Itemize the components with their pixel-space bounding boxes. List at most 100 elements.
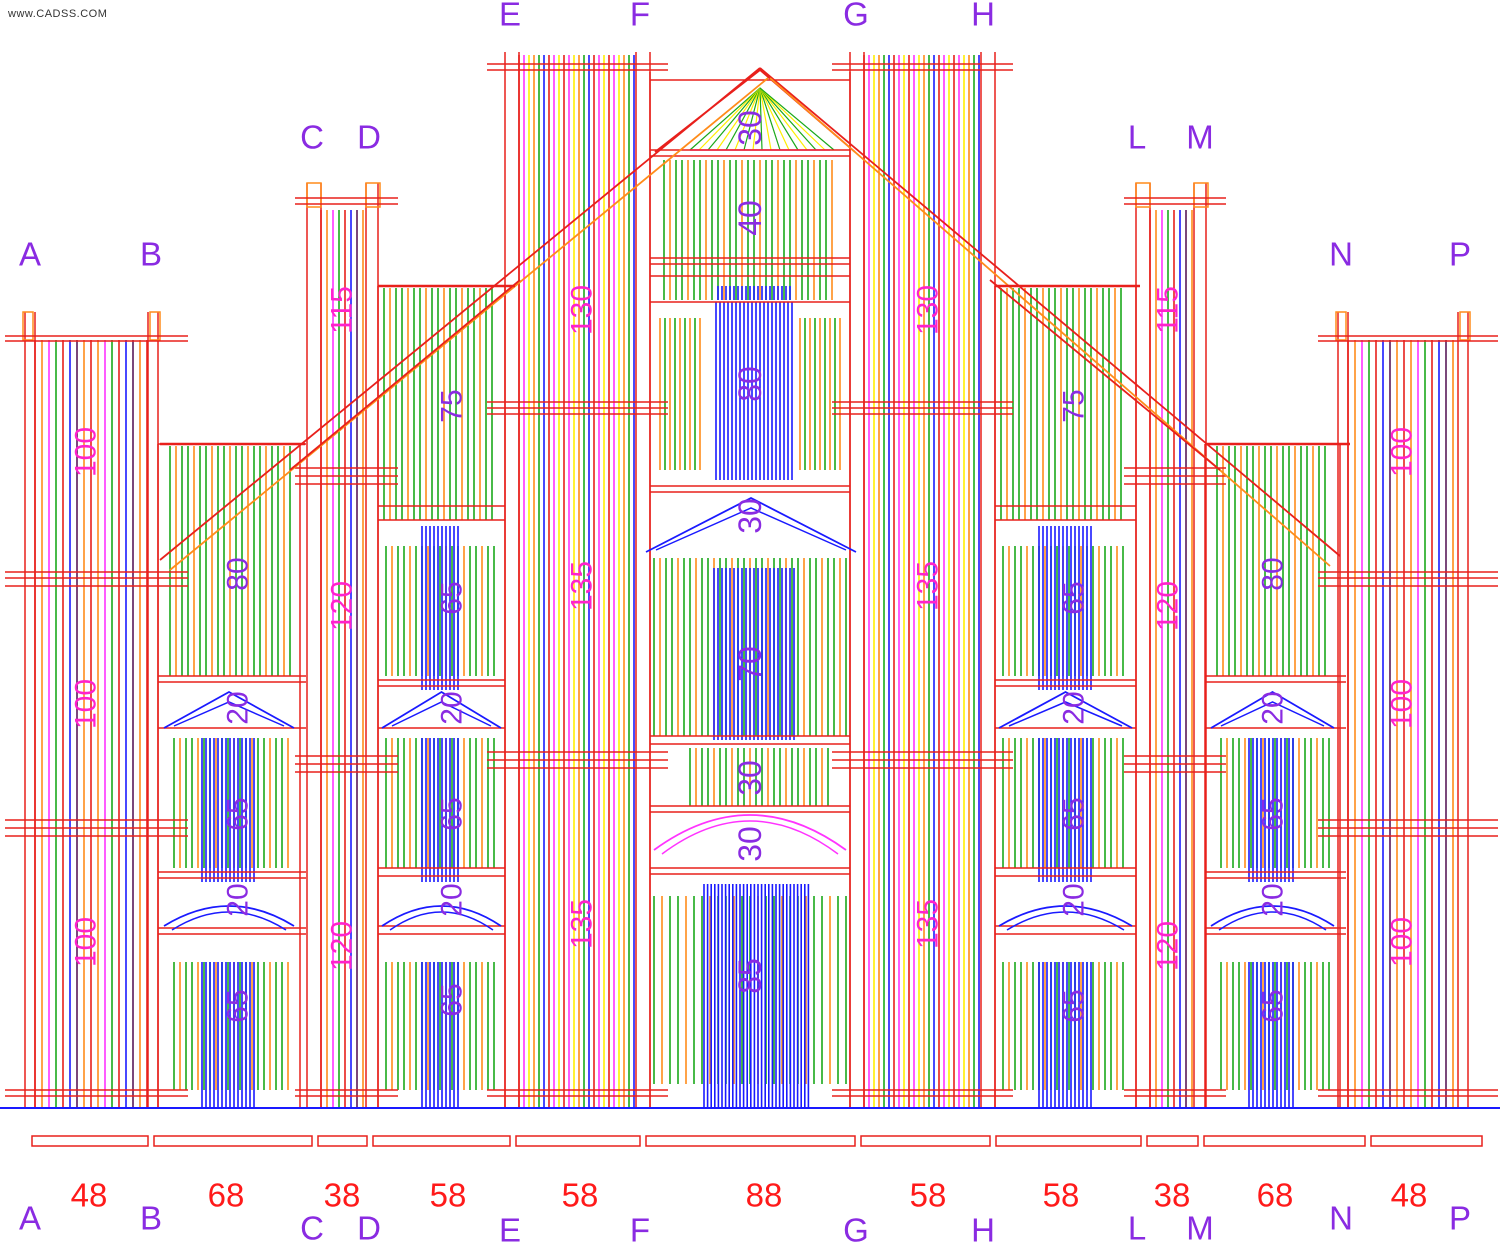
axis-letter-bottom-D: D [357, 1210, 381, 1245]
label-tower-e-0: 130 [566, 285, 599, 335]
hatch-line-502 [716, 87, 761, 151]
label-bay-b-2: 65 [222, 797, 255, 830]
label-bay-m-4: 65 [1257, 989, 1290, 1022]
label-center-7: 85 [732, 958, 768, 994]
label-bay-d-0: 75 [436, 389, 469, 422]
frame-rect-183 [860, 1135, 991, 1147]
frame-rect-20 [1335, 311, 1347, 341]
frame-rect-187 [1370, 1135, 1483, 1147]
label-tower-g-1: 135 [912, 561, 945, 611]
axis-letter-bottom-B: B [140, 1200, 162, 1237]
label-bay-d-4: 20 [436, 883, 469, 916]
arch-105 [171, 911, 287, 931]
gable-132 [381, 690, 502, 729]
axis-letter-top-L: L [1128, 119, 1146, 156]
bay-width-1: 68 [208, 1177, 245, 1214]
hatch-line-515 [759, 87, 835, 151]
arch-134 [381, 905, 502, 927]
axis-letter-bottom-P: P [1449, 1200, 1471, 1237]
frame-rect-182 [645, 1135, 856, 1147]
arch-171 [653, 814, 847, 851]
frame-rect-184 [995, 1135, 1142, 1147]
arch-119 [1218, 911, 1327, 931]
gable-117 [1220, 701, 1325, 727]
axis-letter-top-N: N [1329, 236, 1353, 273]
frame-rect-53 [1193, 182, 1209, 208]
axis-letter-top-P: P [1449, 236, 1471, 273]
roof-diagonal-4 [289, 279, 521, 471]
label-center-6: 30 [732, 826, 768, 862]
label-center-3: 30 [732, 498, 768, 534]
label-bay-b-0: 80 [222, 557, 255, 590]
axis-letter-bottom-F: F [630, 1212, 650, 1245]
label-bay-h-1: 65 [1058, 581, 1091, 614]
axis-letter-bottom-H: H [971, 1212, 995, 1245]
label-tower-p-0: 100 [1386, 427, 1419, 477]
label-tower-c-0: 115 [326, 286, 359, 334]
label-bay-d-2: 20 [436, 691, 469, 724]
label-bay-h-5: 65 [1058, 989, 1091, 1022]
hatch-line-504 [734, 87, 761, 151]
gable-102 [163, 690, 295, 729]
label-bay-h-3: 65 [1058, 797, 1091, 830]
gable-116 [1210, 690, 1335, 729]
bay-width-6: 58 [910, 1177, 947, 1214]
axis-letter-top-D: D [357, 119, 381, 156]
axis-letter-top-H: H [971, 0, 995, 33]
frame-rect-37 [365, 182, 381, 208]
arch-135 [389, 911, 494, 931]
hatch-line-507 [759, 87, 763, 151]
frame-rect-177 [31, 1135, 149, 1147]
bay-width-4: 58 [562, 1177, 599, 1214]
hatch-line-501 [707, 87, 761, 151]
axis-letter-bottom-L: L [1128, 1210, 1146, 1245]
bay-width-8: 38 [1154, 1177, 1191, 1214]
bay-width-10: 48 [1391, 1177, 1428, 1214]
label-bay-b-1: 20 [222, 691, 255, 724]
label-bay-h-0: 75 [1058, 389, 1091, 422]
bay-width-9: 68 [1257, 1177, 1294, 1214]
frame-rect-178 [153, 1135, 313, 1147]
roof-diagonal-2 [759, 67, 1341, 557]
frame-rect-36 [306, 182, 322, 208]
label-tower-a-2: 100 [70, 917, 103, 967]
arch-150 [998, 905, 1133, 927]
axis-letter-bottom-C: C [300, 1210, 324, 1245]
gable-103 [173, 701, 285, 727]
arch-118 [1210, 905, 1335, 927]
arch-172 [661, 820, 839, 855]
label-center-5: 30 [732, 760, 768, 796]
axis-letter-top-B: B [140, 236, 162, 273]
hatch-line-513 [759, 87, 817, 151]
label-bay-h-2: 20 [1058, 691, 1091, 724]
axis-letter-top-A: A [19, 236, 41, 273]
bay-width-0: 48 [71, 1177, 108, 1214]
label-bay-d-5: 65 [436, 983, 469, 1016]
roof-diagonal-5 [989, 279, 1221, 471]
label-bay-m-3: 20 [1257, 883, 1290, 916]
label-center-1: 40 [732, 200, 768, 236]
gable-149 [1008, 701, 1123, 727]
frame-rect-21 [1459, 311, 1471, 341]
label-tower-p-2: 100 [1386, 917, 1419, 967]
label-bay-m-0: 80 [1257, 557, 1290, 590]
label-bay-b-3: 20 [222, 883, 255, 916]
bay-width-5: 88 [746, 1177, 783, 1214]
hatch-line-500 [698, 87, 761, 151]
axis-letter-top-C: C [300, 119, 324, 156]
label-tower-e-2: 135 [566, 899, 599, 949]
label-bay-d-3: 65 [436, 797, 469, 830]
label-tower-c-1: 120 [326, 581, 359, 631]
label-tower-p-1: 100 [1386, 679, 1419, 729]
axis-letter-bottom-E: E [499, 1212, 521, 1245]
arch-104 [163, 905, 295, 927]
label-center-2: 80 [732, 366, 768, 402]
roof-diagonal-3 [769, 77, 1331, 567]
label-bay-d-1: 65 [436, 581, 469, 614]
roof-diagonal-0 [159, 67, 761, 561]
label-tower-c-2: 120 [326, 921, 359, 971]
frame-rect-181 [515, 1135, 641, 1147]
bay-width-3: 58 [430, 1177, 467, 1214]
